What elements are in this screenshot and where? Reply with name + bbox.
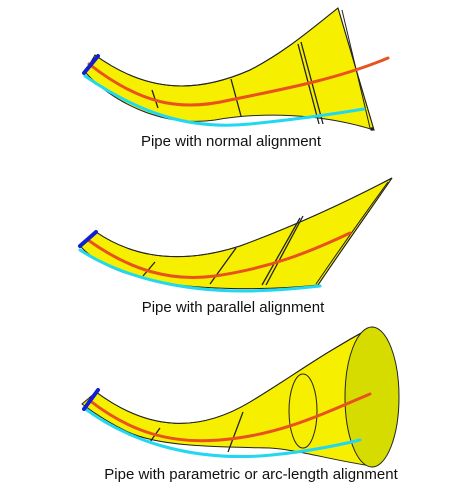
- guide-curve: [82, 406, 362, 459]
- center-curve: [87, 392, 372, 443]
- start-cap: [82, 54, 100, 75]
- guide-curve: [78, 248, 322, 293]
- panel-parametric-alignment: [81, 326, 400, 468]
- start-cap: [82, 388, 100, 411]
- start-cap: [78, 230, 98, 248]
- pipe-end-edge-inner: [315, 181, 389, 285]
- guide-curve: [83, 74, 366, 127]
- pipe-surface: [84, 7, 375, 131]
- cross-section: [227, 411, 244, 453]
- cross-section: [261, 217, 301, 286]
- panel-parallel-alignment: [78, 177, 393, 293]
- caption-parametric-alignment: Pipe with parametric or arc-length align…: [104, 466, 398, 483]
- pipe-top-edge: [95, 326, 373, 424]
- caption-normal-alignment: Pipe with normal alignment: [140, 133, 322, 150]
- pipe-top-edge: [95, 177, 393, 258]
- end-disk: [344, 326, 400, 468]
- pipe-end-edge: [317, 177, 393, 286]
- caption-parallel-alignment: Pipe with parallel alignment: [141, 299, 325, 316]
- pipe-surface: [81, 326, 373, 467]
- panel-normal-alignment: [82, 7, 390, 131]
- cross-section: [265, 215, 304, 286]
- end-point: [370, 127, 374, 131]
- center-curve: [87, 56, 390, 107]
- cross-section-ring: [288, 373, 318, 449]
- center-curve: [86, 231, 352, 279]
- cross-section: [142, 261, 156, 277]
- cross-section: [209, 247, 237, 285]
- pipe-top-edge: [94, 7, 339, 87]
